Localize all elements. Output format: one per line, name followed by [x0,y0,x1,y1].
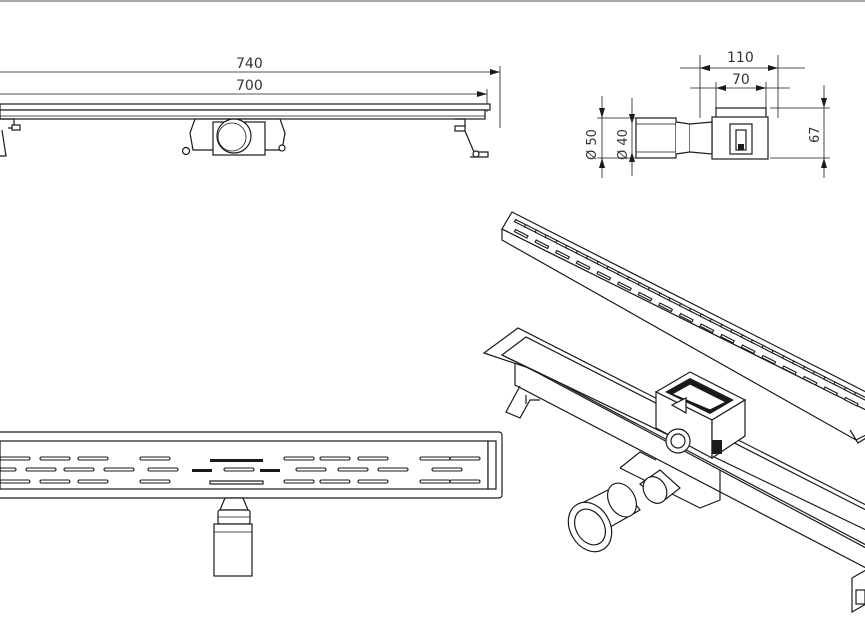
grate-slot [139,456,171,461]
iso-grate-slot [513,228,529,239]
grate-slot [283,456,315,461]
grate-slot [319,479,351,484]
grate-slot [357,479,389,484]
iso-grate-slot [843,396,859,407]
plan-view [0,431,503,577]
iso-grate-slot [575,260,591,271]
iso-grate-slot [596,270,612,281]
grate-slot [419,456,451,461]
channel-body [0,109,486,120]
iso-grate-slot [616,281,632,292]
front-view: 740 700 [0,56,501,158]
grate-slot [139,479,171,484]
iso-grate-slot [761,354,777,365]
dim-label-d40: Ø 40 [616,129,631,160]
grate-slot [449,456,481,461]
iso-grate-slot [719,333,736,344]
grate-top [0,103,491,111]
iso-grate-slot [678,312,694,323]
grate-slot [0,479,31,484]
grate-slot [295,467,327,472]
iso-grate-slot [802,375,818,386]
dim-label-67: 67 [808,126,823,143]
grate-slot [0,456,31,461]
grate-slot [63,467,95,472]
grate-slot [147,467,179,472]
dim-label-110: 110 [727,50,754,66]
dim-label-740: 740 [236,56,263,72]
grate-slot [25,467,57,472]
grate-slot [357,456,389,461]
iso-grate-slot [740,344,756,355]
grate-slot [337,467,369,472]
grate-slot [431,467,463,472]
grate-slot [319,456,351,461]
grate-slot [77,456,109,461]
iso-grate-slot [658,302,674,313]
grate-slot [223,467,255,472]
iso-grate-slot [699,323,715,334]
dim-label-700: 700 [236,78,263,94]
iso-grate-slot [823,386,839,397]
center-comb [210,459,263,462]
grate-slot [0,467,17,472]
isometric-view [482,211,865,614]
plan-outlet-neck [219,497,249,511]
dim-label-70: 70 [732,72,750,88]
grate-slot [283,479,315,484]
grate-slot [377,467,409,472]
grate-slot [77,479,109,484]
grate-slot [39,479,71,484]
dim-label-d50: Ø 50 [585,129,600,160]
grate-slots [0,456,481,484]
plan-outlet-pipe [213,523,253,577]
iso-grate-slot [554,249,571,260]
grate-slot [103,467,135,472]
grate-slot [449,479,481,484]
side-view: 110 70 67 Ø 50 [585,50,830,178]
iso-grate-slot [781,365,797,376]
iso-grate-slot [534,239,550,250]
iso-grate-slot [637,291,653,302]
grate-slot [419,479,451,484]
grate-slot [39,456,71,461]
iso-grate-slots [513,218,865,407]
